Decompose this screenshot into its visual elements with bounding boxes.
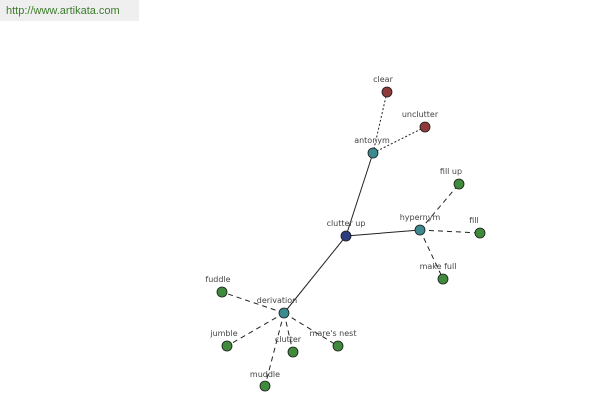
node-hypernym[interactable] — [414, 224, 426, 236]
edge-derivation-clutter — [283, 312, 294, 353]
graph-nodes — [216, 86, 486, 392]
node-label-fuddle: fuddle — [205, 275, 230, 284]
node-fill[interactable] — [474, 227, 486, 239]
graph-edges — [221, 91, 481, 387]
node-mares-nest[interactable] — [332, 340, 344, 352]
node-derivation[interactable] — [278, 307, 290, 319]
graph-labels: clutter up antonym hypernym derivation clear… — [205, 75, 478, 379]
edge-derivation-muddle — [264, 312, 285, 387]
node-muddle[interactable] — [259, 380, 271, 392]
node-label-clear: clear — [373, 75, 393, 84]
node-fill-up[interactable] — [453, 178, 465, 190]
node-antonym[interactable] — [367, 147, 379, 159]
edge-clutter-up-antonym — [345, 152, 374, 237]
node-label-make-full: make full — [420, 262, 457, 271]
node-clutter[interactable] — [287, 346, 299, 358]
node-label-unclutter: unclutter — [402, 110, 439, 119]
node-label-muddle: muddle — [250, 370, 280, 379]
node-jumble[interactable] — [221, 340, 233, 352]
node-label-clutter: clutter — [275, 335, 302, 344]
node-label-fill: fill — [469, 216, 478, 225]
node-label-hypernym: hypernym — [400, 213, 441, 222]
node-label-fill-up: fill up — [440, 167, 462, 176]
node-label-derivation: derivation — [257, 296, 297, 305]
node-label-jumble: jumble — [209, 329, 237, 338]
node-label-mares-nest: mare's nest — [310, 329, 357, 338]
url-banner: http://www.artikata.com — [0, 0, 139, 21]
node-label-clutter-up: clutter up — [327, 219, 366, 228]
node-label-antonym: antonym — [354, 136, 390, 145]
edge-hypernym-make-full — [419, 229, 444, 280]
edge-antonym-unclutter — [372, 126, 426, 154]
edge-hypernym-fill — [419, 229, 481, 234]
edge-clutter-up-derivation — [283, 235, 347, 314]
site-link[interactable]: http://www.artikata.com — [6, 5, 120, 17]
node-fuddle[interactable] — [216, 286, 228, 298]
edge-derivation-jumble — [226, 312, 285, 347]
edge-hypernym-fill-up — [419, 183, 460, 231]
node-make-full[interactable] — [437, 273, 449, 285]
edge-antonym-clear — [372, 91, 388, 154]
node-clear[interactable] — [381, 86, 393, 98]
node-unclutter[interactable] — [419, 121, 431, 133]
edge-clutter-up-hypernym — [345, 229, 421, 237]
edge-derivation-mares-nest — [283, 312, 339, 347]
node-clutter-up[interactable] — [340, 230, 352, 242]
edge-derivation-fuddle — [221, 291, 285, 314]
